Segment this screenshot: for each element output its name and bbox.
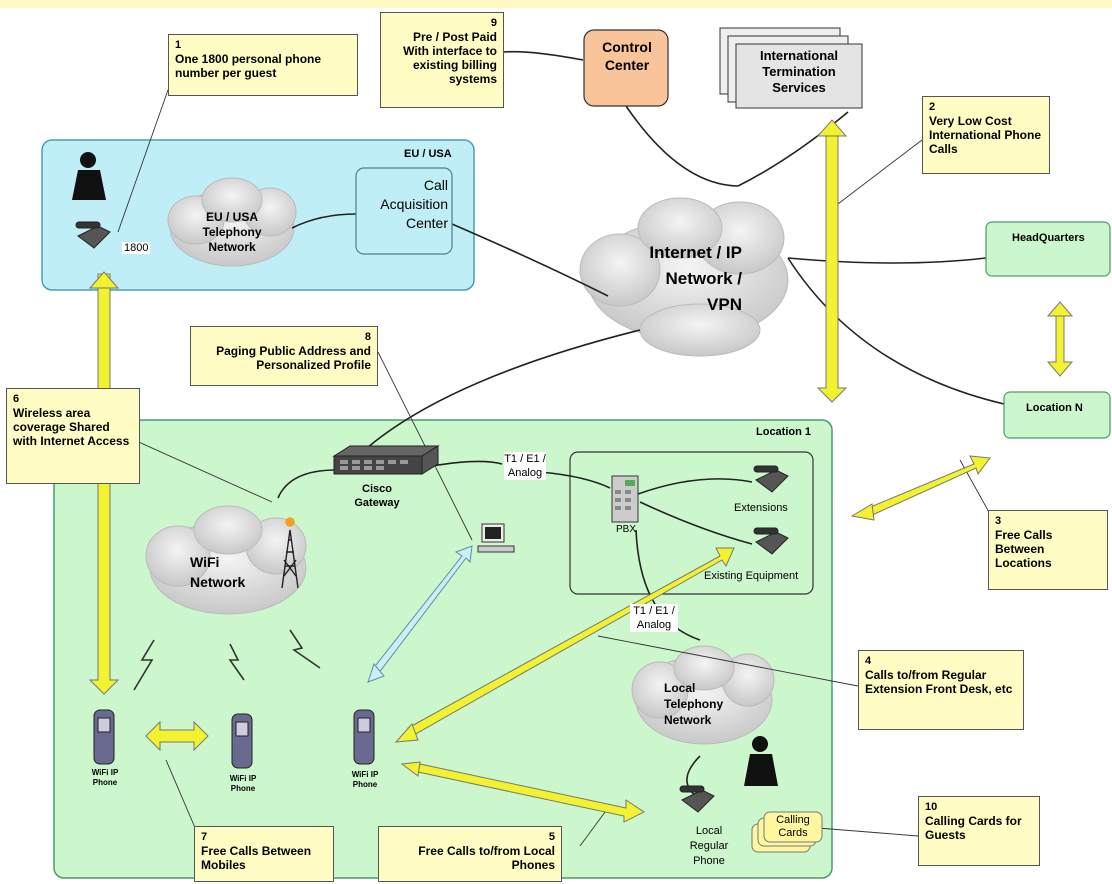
eu-telephony-label: EU / USA Telephony Network [202,210,262,254]
network-links [277,50,1005,797]
arrow-mobiles [145,720,209,752]
wifi-phone-3-label: WiFi IP Phone [351,770,379,789]
internet-label: Internet / IP Network / VPN [649,243,742,314]
wifi-tower-icon [281,517,299,589]
wifi-network-label: WiFi Network [190,554,246,590]
wifi-phone-2-label: WiFi IP Phone [229,774,257,793]
calling-cards-label: Calling Cards [776,814,810,839]
mobile-phone-icons [93,709,375,769]
local-regular-phone-label: Local Regular Phone [689,825,729,867]
location-n-box [1003,391,1111,439]
t1e1-bottom-label: T1 / E1 / Analog [630,604,678,632]
wireless-signal-icons [133,629,321,691]
arrow-intl-to-location [816,129,848,403]
control-center-box [583,29,669,107]
headquarters-box [985,221,1111,277]
headquarters-label: HeadQuarters [1012,232,1085,244]
desk-phone-icons [75,221,789,813]
call-acquisition-box [355,167,453,255]
wifi-phone-1-label: WiFi IP Phone [91,768,119,787]
existing-equipment-label: Existing Equipment [704,570,799,582]
control-center-label: Control Center [602,39,652,73]
arrow-hq-to-locn [1046,309,1074,377]
intl-termination-label: International Termination Services [759,48,838,95]
arrow-eu-to-wifi [88,273,120,695]
person-icons [72,152,778,786]
cisco-gateway-label: Cisco Gateway [354,483,400,509]
extensions-label: Extensions [734,502,788,514]
location-n-label: Location N [1026,402,1083,414]
blue-arrow [367,545,473,683]
eu-usa-region-label: EU / USA [404,148,452,160]
eu-telephony-cloud [167,177,297,267]
call-acquisition-label: Call Acquisition Center [380,177,448,231]
calling-cards-icon [751,811,823,853]
yellow-diagonal-arrows [394,455,991,823]
location1-region-label: Location 1 [756,426,812,438]
pbx-label: PBX [616,524,637,535]
intl-termination-stack [719,27,863,109]
yellow-arrows [88,119,1074,752]
wifi-cloud [145,505,307,615]
t1e1-top-label: T1 / E1 / Analog [504,452,546,480]
local-telephony-cloud [631,645,775,745]
label-1800: 1800 [122,242,151,254]
top-band [0,0,1112,8]
cisco-gateway-icon [332,445,440,475]
internet-cloud [579,197,789,357]
local-telephony-label: Local Telephony Network [664,681,724,727]
pc-icon [477,523,515,553]
pbx-icon [611,475,639,523]
